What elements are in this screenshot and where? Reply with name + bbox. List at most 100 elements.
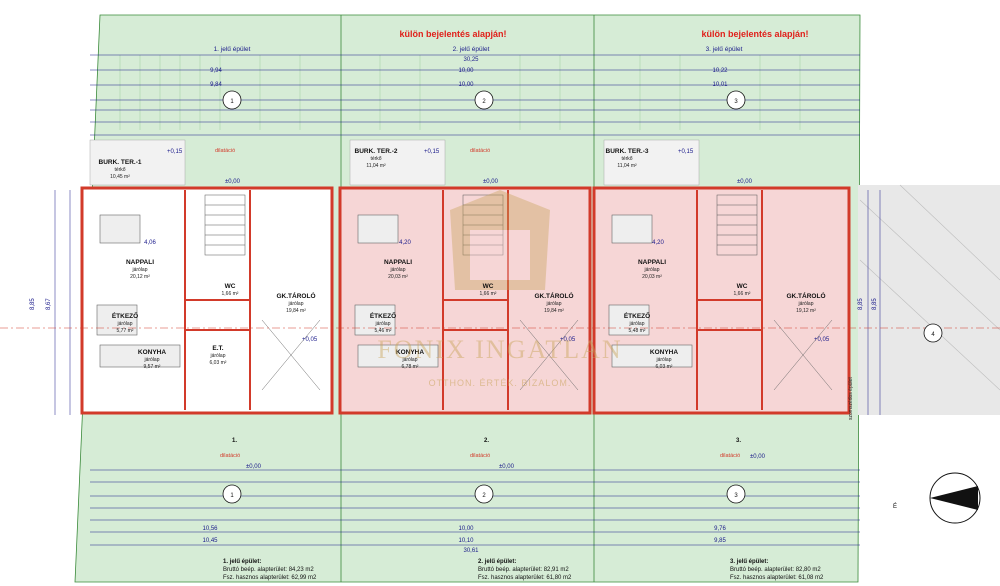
u3-kitchen-area: 6,03 m² [656,364,673,370]
top-width2-3: 10,01 [712,82,728,88]
north-arrow-icon [929,472,981,524]
level-pm0-2: ±0,00 [483,179,499,185]
u1-wc-area: 1,66 m² [222,291,239,297]
unit-no-1: 1. [232,438,237,444]
u2-dining-name: ÉTKEZŐ [370,311,396,320]
u2-kitchen-area: 6,78 m² [402,364,419,370]
level-pm0-b2: ±0,00 [499,464,515,470]
u2-garage-name: GK.TÁROLÓ [535,291,574,300]
top-width-3: 10,22 [712,68,728,74]
summary-1: 1. jelű épület: Bruttó beép. alapterület… [223,559,317,581]
level-pm0-1: ±0,00 [225,179,241,185]
u1-hall-area: 6,03 m² [210,360,227,366]
marker-top-1: 1 [230,99,234,105]
height-mark-left-2: 8,67 [46,298,52,310]
u2-kitchen-floor: járólap [401,357,417,363]
u3-living-floor: járólap [643,267,659,273]
summary-2: 2. jelű épület: Bruttó beép. alapterület… [478,559,572,581]
summary-3-title: 3. jelű épület: [730,559,768,565]
bottom-width2-1: 10,45 [202,538,218,544]
u3-dining-area: 5,48 m² [629,328,646,334]
u3-living-name: NAPPALI [638,259,666,266]
watermark-name: FONIX INGATLAN [377,335,622,364]
u2-dining-floor: járólap [374,321,390,327]
u3-living-width: 4,20 [652,240,664,246]
u2-living-area: 20,03 m² [388,274,408,280]
summary-2-gross: Bruttó beép. alapterület: 82,91 m2 [478,567,569,573]
terrace-2-area: 11,04 m² [366,163,386,169]
u2-garage-floor: járólap [545,301,561,307]
u3-living-area: 20,03 m² [642,274,662,280]
banner-2: külön bejelentés alapján! [701,29,808,39]
u3-garage-floor: járólap [797,301,813,307]
u3-dining-floor: járólap [628,321,644,327]
u2-dining-area: 5,46 m² [375,328,392,334]
terrace-1-name: BURK. TER.-1 [99,159,142,166]
terrace-2-name: BURK. TER.-2 [355,148,398,155]
terrace-1-material: térkő [114,167,125,173]
summary-2-net: Fsz. hasznos alapterület: 61,80 m2 [478,575,572,581]
level-p005-3: +0,05 [814,337,830,343]
axis-circle-icon [923,323,943,343]
banner-1: külön bejelentés alapján! [399,29,506,39]
building-1-label: 1. jelű épület [214,46,251,53]
u2-wc-name: WC [483,283,494,290]
bottom-width2-3: 9,85 [714,538,726,544]
level-p015-3: +0,15 [678,149,694,155]
u1-kitchen-area: 9,57 m² [144,364,161,370]
summary-3-net: Fsz. hasznos alapterület: 61,08 m2 [730,575,824,581]
marker-bottom-1: 1 [230,493,234,499]
summary-3-gross: Bruttó beép. alapterület: 82,80 m2 [730,567,821,573]
summary-1-title: 1. jelű épület: [223,559,261,565]
u1-wc-name: WC [225,283,236,290]
u3-garage-area: 19,12 m² [796,308,816,314]
u1-garage-area: 19,84 m² [286,308,306,314]
level-pm0-3: ±0,00 [737,179,753,185]
watermark-logo-icon [450,190,550,290]
u1-kitchen-name: KONYHA [138,349,166,356]
u1-living-floor: járólap [131,267,147,273]
u1-living-area: 20,12 m² [130,274,150,280]
u1-garage-floor: járólap [287,301,303,307]
u3-garage-name: GK.TÁROLÓ [787,291,826,300]
u2-kitchen-name: KONYHA [396,349,424,356]
summary-1-net: Fsz. hasznos alapterület: 62,99 m2 [223,575,317,581]
height-mark-left-1: 8,85 [30,298,36,310]
terrace-3-area: 11,04 m² [617,163,637,169]
u1-kitchen-floor: járólap [143,357,159,363]
lawn-hatch [119,55,801,130]
u2-living-floor: járólap [389,267,405,273]
u3-wc-name: WC [737,283,748,290]
summary-2-title: 2. jelű épület: [478,559,516,565]
u2-wc-area: 1,66 m² [480,291,497,297]
top-width-2: 10,00 [458,68,474,74]
overall-width-bottom: 30,61 [463,548,479,554]
bottom-width-2: 10,00 [458,526,474,532]
unit-no-2: 2. [484,438,489,444]
level-pm0-b3: ±0,00 [750,454,766,460]
level-p015-2: +0,15 [424,149,440,155]
u2-garage-area: 19,84 m² [544,308,564,314]
terrace-3-name: BURK. TER.-3 [606,148,649,155]
height-mark-right-1: 8,85 [858,298,864,310]
height-mark-right-2: 8,85 [872,298,878,310]
marker-top-2: 2 [482,99,486,105]
axis-right-label: 4 [931,332,935,338]
summary-1-gross: Bruttó beép. alapterület: 84,23 m2 [223,567,314,573]
level-p005-1: +0,05 [302,337,318,343]
watermark-tagline: OTTHON. ÉRTÉK. BIZALOM. [429,378,572,388]
dilatacio-3: dilatáció [220,453,240,459]
marker-top-3: 3 [734,99,738,105]
level-pm0-b1: ±0,00 [246,464,262,470]
u1-hall-name: E.T. [212,345,223,352]
u3-kitchen-name: KONYHA [650,349,678,356]
top-width2-1: 9,84 [210,82,222,88]
u3-wc-area: 1,66 m² [734,291,751,297]
dilatacio-5: dilatáció [720,453,740,459]
terrace-2-material: térkő [370,156,381,162]
unit-no-3: 3. [736,438,741,444]
building-3-label: 3. jelű épület [706,46,743,53]
top-width2-2: 10,00 [458,82,474,88]
top-width-1: 9,94 [210,68,222,74]
